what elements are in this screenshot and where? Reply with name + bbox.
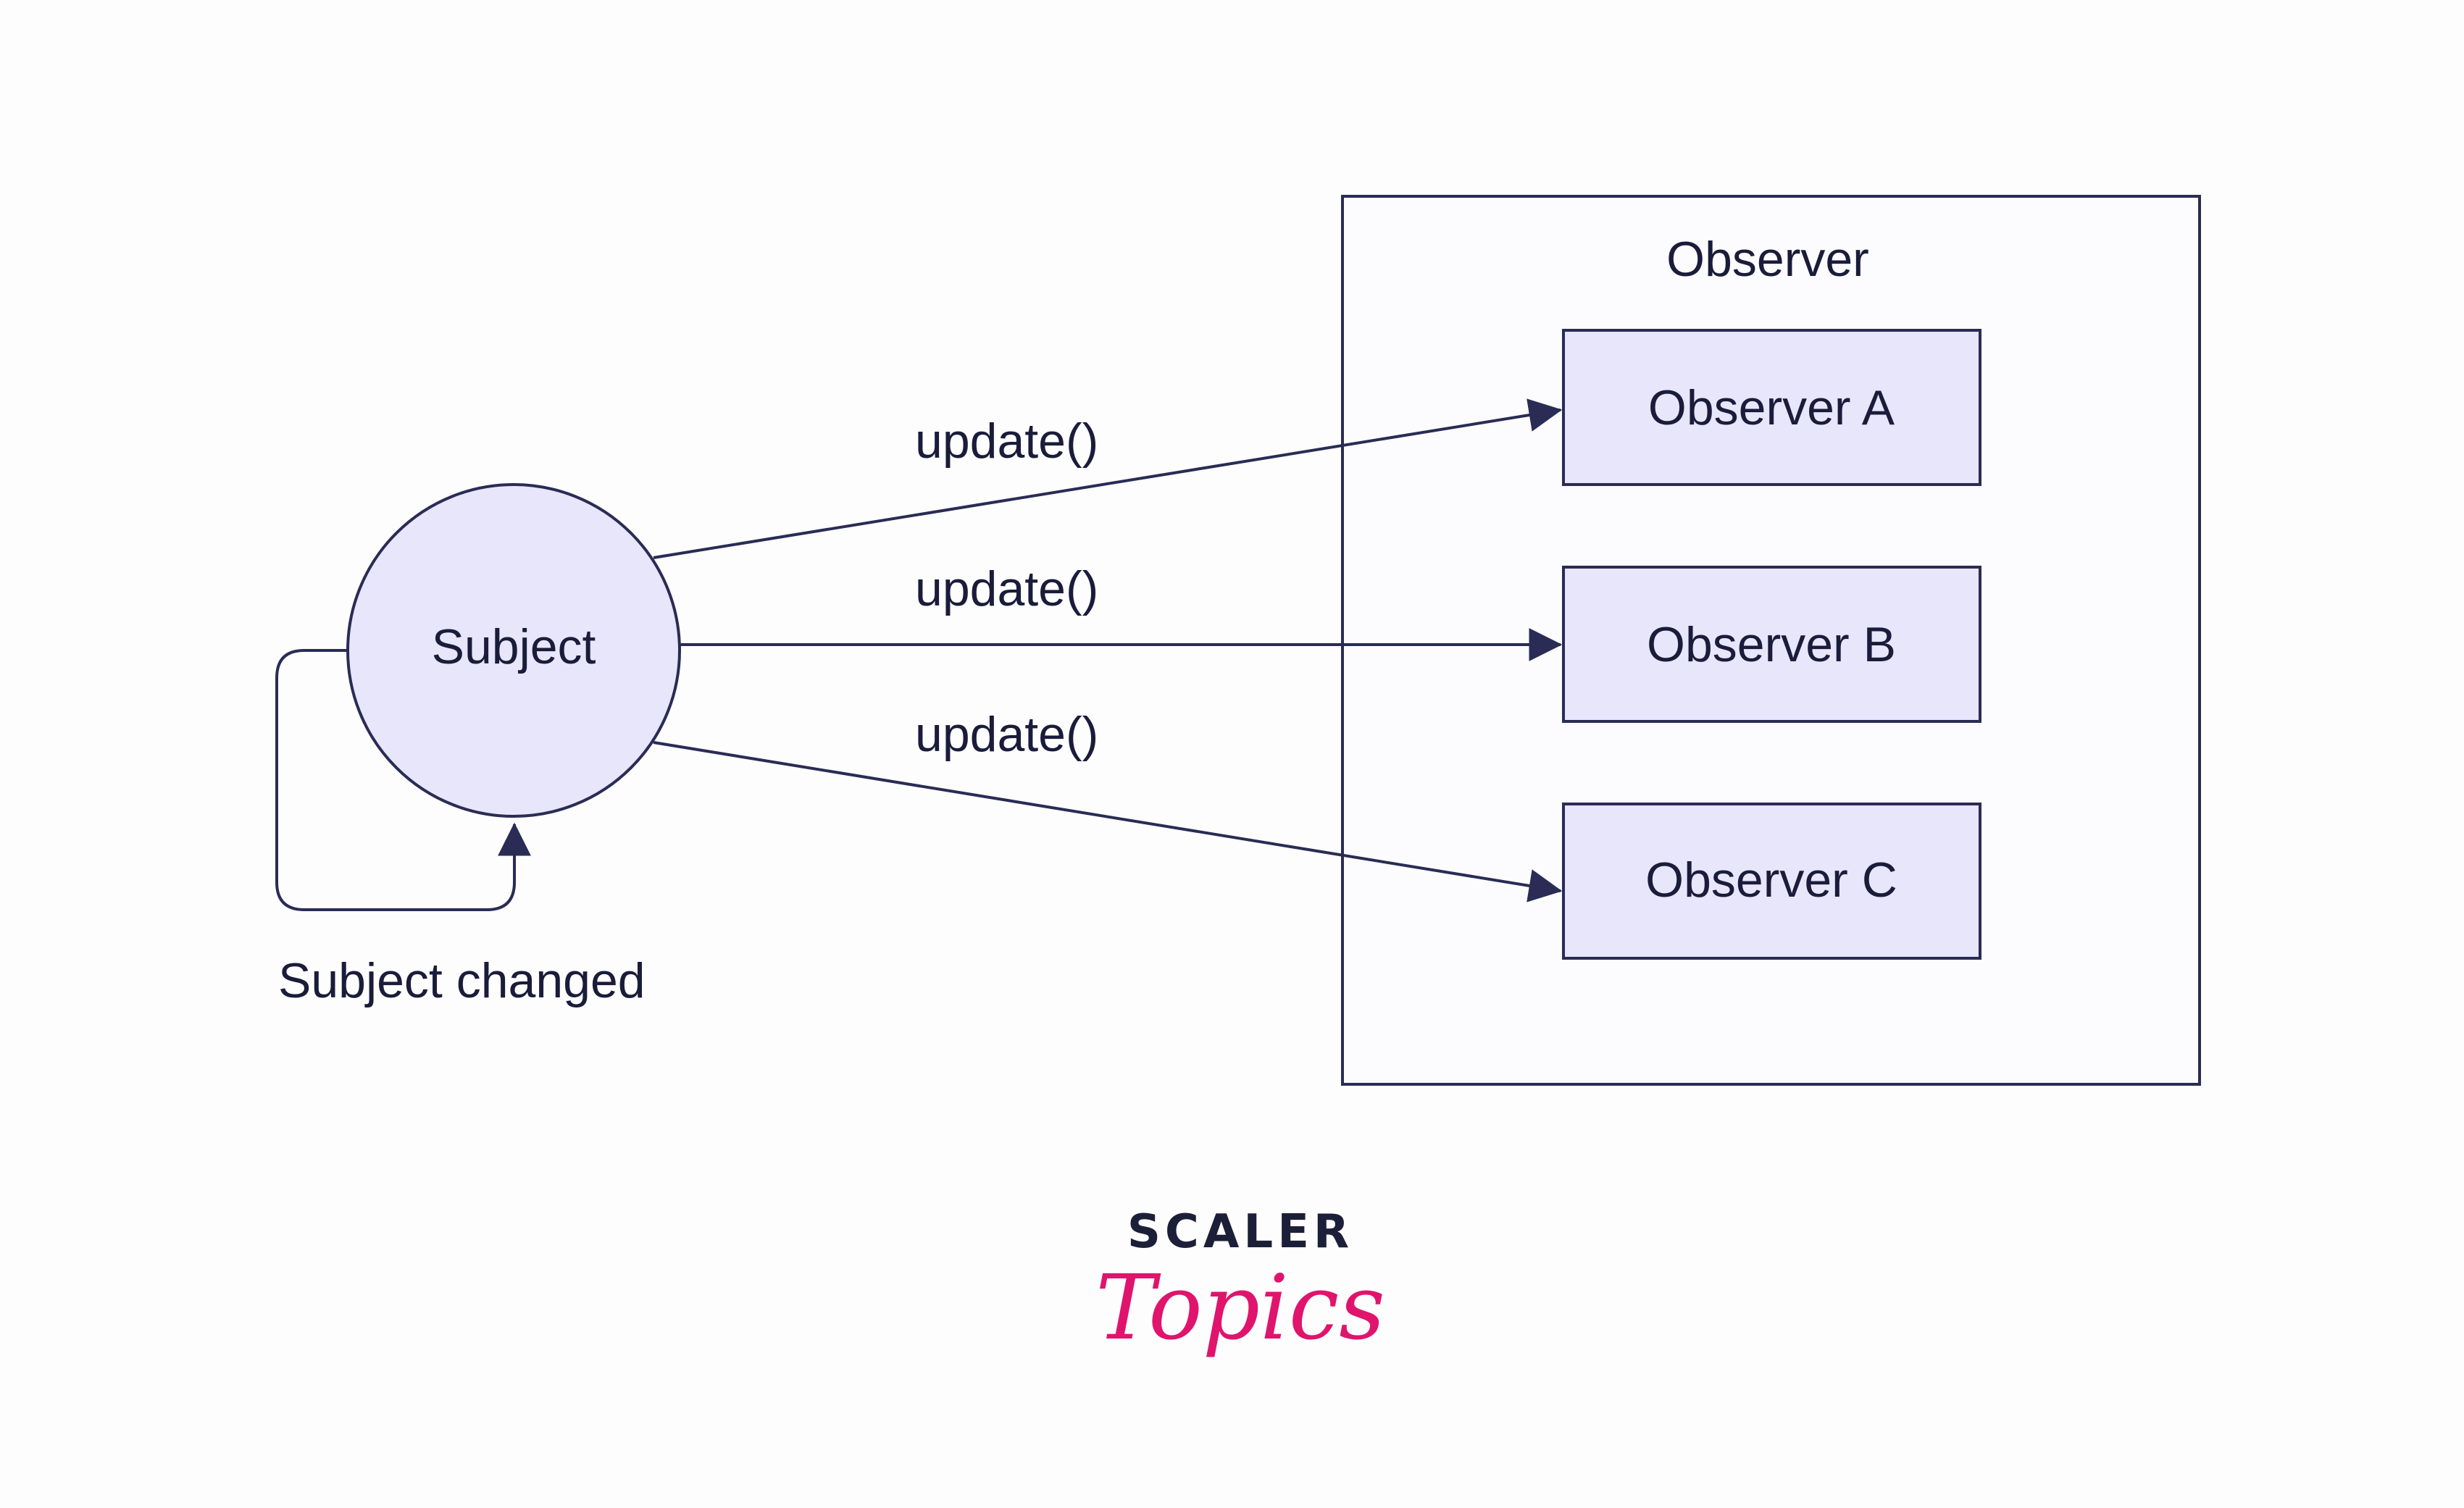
edge-update-a-label: update() [915,414,1098,469]
observer-c-box [1562,803,1981,960]
observer-c-label: Observer C [1645,853,1897,908]
subject-node [346,483,681,818]
self-loop-label: Subject changed [278,953,646,1008]
edge-update-c [653,741,1563,902]
edge-update-b-label: update() [915,561,1098,616]
observer-b-label: Observer B [1647,617,1896,672]
logo-topics-text: Topics [1095,1256,1385,1360]
observer-group-title: Observer [1666,232,1869,287]
subject-label: Subject [432,619,596,674]
observer-b-box [1562,566,1981,723]
scaler-topics-logo: SCALER Topics [1095,1205,1385,1360]
edge-update-c-label: update() [915,707,1098,762]
edge-update-a [653,398,1563,559]
self-loop-arrow [275,649,531,911]
observer-a-box [1562,329,1981,486]
logo-scaler-text: SCALER [1127,1205,1353,1259]
observer-a-label: Observer A [1648,380,1895,435]
